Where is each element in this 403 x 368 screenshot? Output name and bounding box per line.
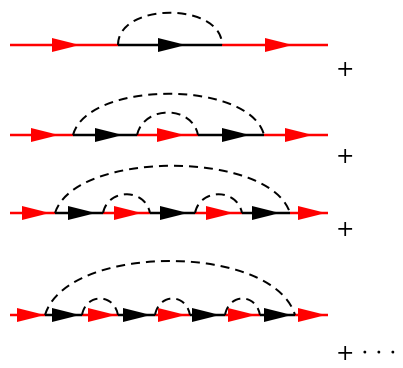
dashed-interaction-arc [44, 260, 296, 316]
arrow-black [264, 308, 292, 322]
arrow-black [68, 206, 96, 220]
arrow-black [192, 308, 220, 322]
plus-sign-2: + [336, 144, 354, 169]
dashed-interaction-arc [117, 11, 223, 46]
arrow-black [252, 206, 280, 220]
arrow-red [206, 206, 234, 220]
diagram-row-1 [10, 11, 328, 52]
arrow-black [222, 128, 250, 142]
arrow-black [158, 38, 186, 52]
arrow-red [158, 308, 186, 322]
diagram-row-2 [10, 92, 328, 142]
dashed-interaction-arc [54, 164, 291, 214]
diagram-row-3 [10, 164, 328, 220]
arrow-red [114, 206, 142, 220]
dashed-interaction-arc [102, 193, 151, 214]
arrow-black [123, 308, 151, 322]
plus-sign-1: + [336, 57, 354, 82]
arrow-red [298, 308, 326, 322]
dashed-interaction-arc [224, 297, 261, 316]
plus-sign-3: + [336, 217, 354, 242]
arrow-red [31, 128, 59, 142]
dashed-interaction-arc [154, 297, 191, 316]
arrow-red [157, 128, 185, 142]
plus-sign-ellipsis: + · · · [336, 341, 396, 366]
arrow-red [265, 38, 293, 52]
arrow-red [17, 308, 45, 322]
arrow-red [285, 128, 313, 142]
arrow-black [95, 128, 123, 142]
arrow-red [88, 308, 116, 322]
dashed-interaction-arc [194, 193, 243, 214]
arrow-black [52, 308, 80, 322]
diagram-row-4 [10, 260, 328, 322]
dashed-interaction-arc [72, 92, 265, 136]
arrow-red [228, 308, 256, 322]
arrow-black [160, 206, 188, 220]
arrow-red [22, 206, 50, 220]
dashed-interaction-arc [81, 297, 119, 316]
arrow-red [298, 206, 326, 220]
arrow-red [52, 38, 80, 52]
